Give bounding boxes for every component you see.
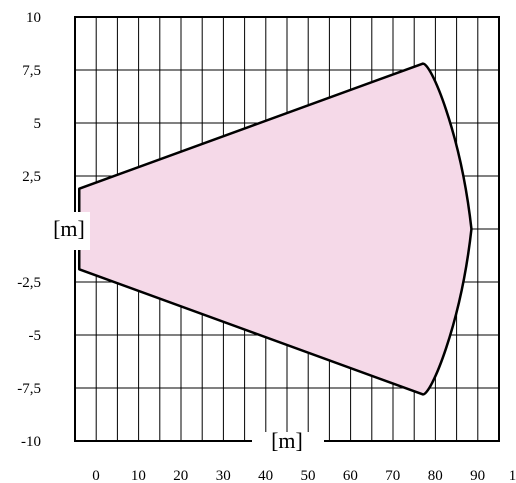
y-tick-label: 2,5: [22, 169, 41, 185]
x-tick-label: 70: [385, 468, 400, 483]
y-tick-label: 10: [26, 10, 41, 26]
x-tick-label: 80: [428, 468, 443, 483]
y-tick-labels: 10 7,5 5 2,5 -2,5 -5 -7,5 -10: [17, 10, 41, 450]
y-tick-label: -10: [21, 434, 41, 450]
x-tick-labels: 0 10 20 30 40 50 60 70 80 90 100: [92, 468, 516, 483]
x-tick-label: 20: [173, 468, 188, 483]
y-axis-label: [m]: [53, 216, 85, 241]
x-tick-label: 60: [343, 468, 358, 483]
x-tick-label: 100: [509, 468, 516, 483]
x-axis-label: [m]: [271, 428, 303, 453]
y-axis-label-background: [50, 212, 90, 250]
x-tick-label: 30: [216, 468, 231, 483]
x-tick-label: 40: [258, 468, 273, 483]
y-tick-label: 5: [34, 116, 42, 132]
x-tick-label: 90: [470, 468, 485, 483]
x-tick-label: 50: [301, 468, 316, 483]
y-tick-label: -5: [29, 328, 42, 344]
y-tick-label: 7,5: [22, 63, 41, 79]
y-tick-label: -2,5: [17, 275, 41, 291]
coverage-area: [77, 62, 473, 396]
y-tick-label: -7,5: [17, 381, 41, 397]
x-axis-label-background: [252, 432, 324, 454]
x-tick-label: 0: [92, 468, 100, 483]
x-tick-label: 10: [131, 468, 146, 483]
